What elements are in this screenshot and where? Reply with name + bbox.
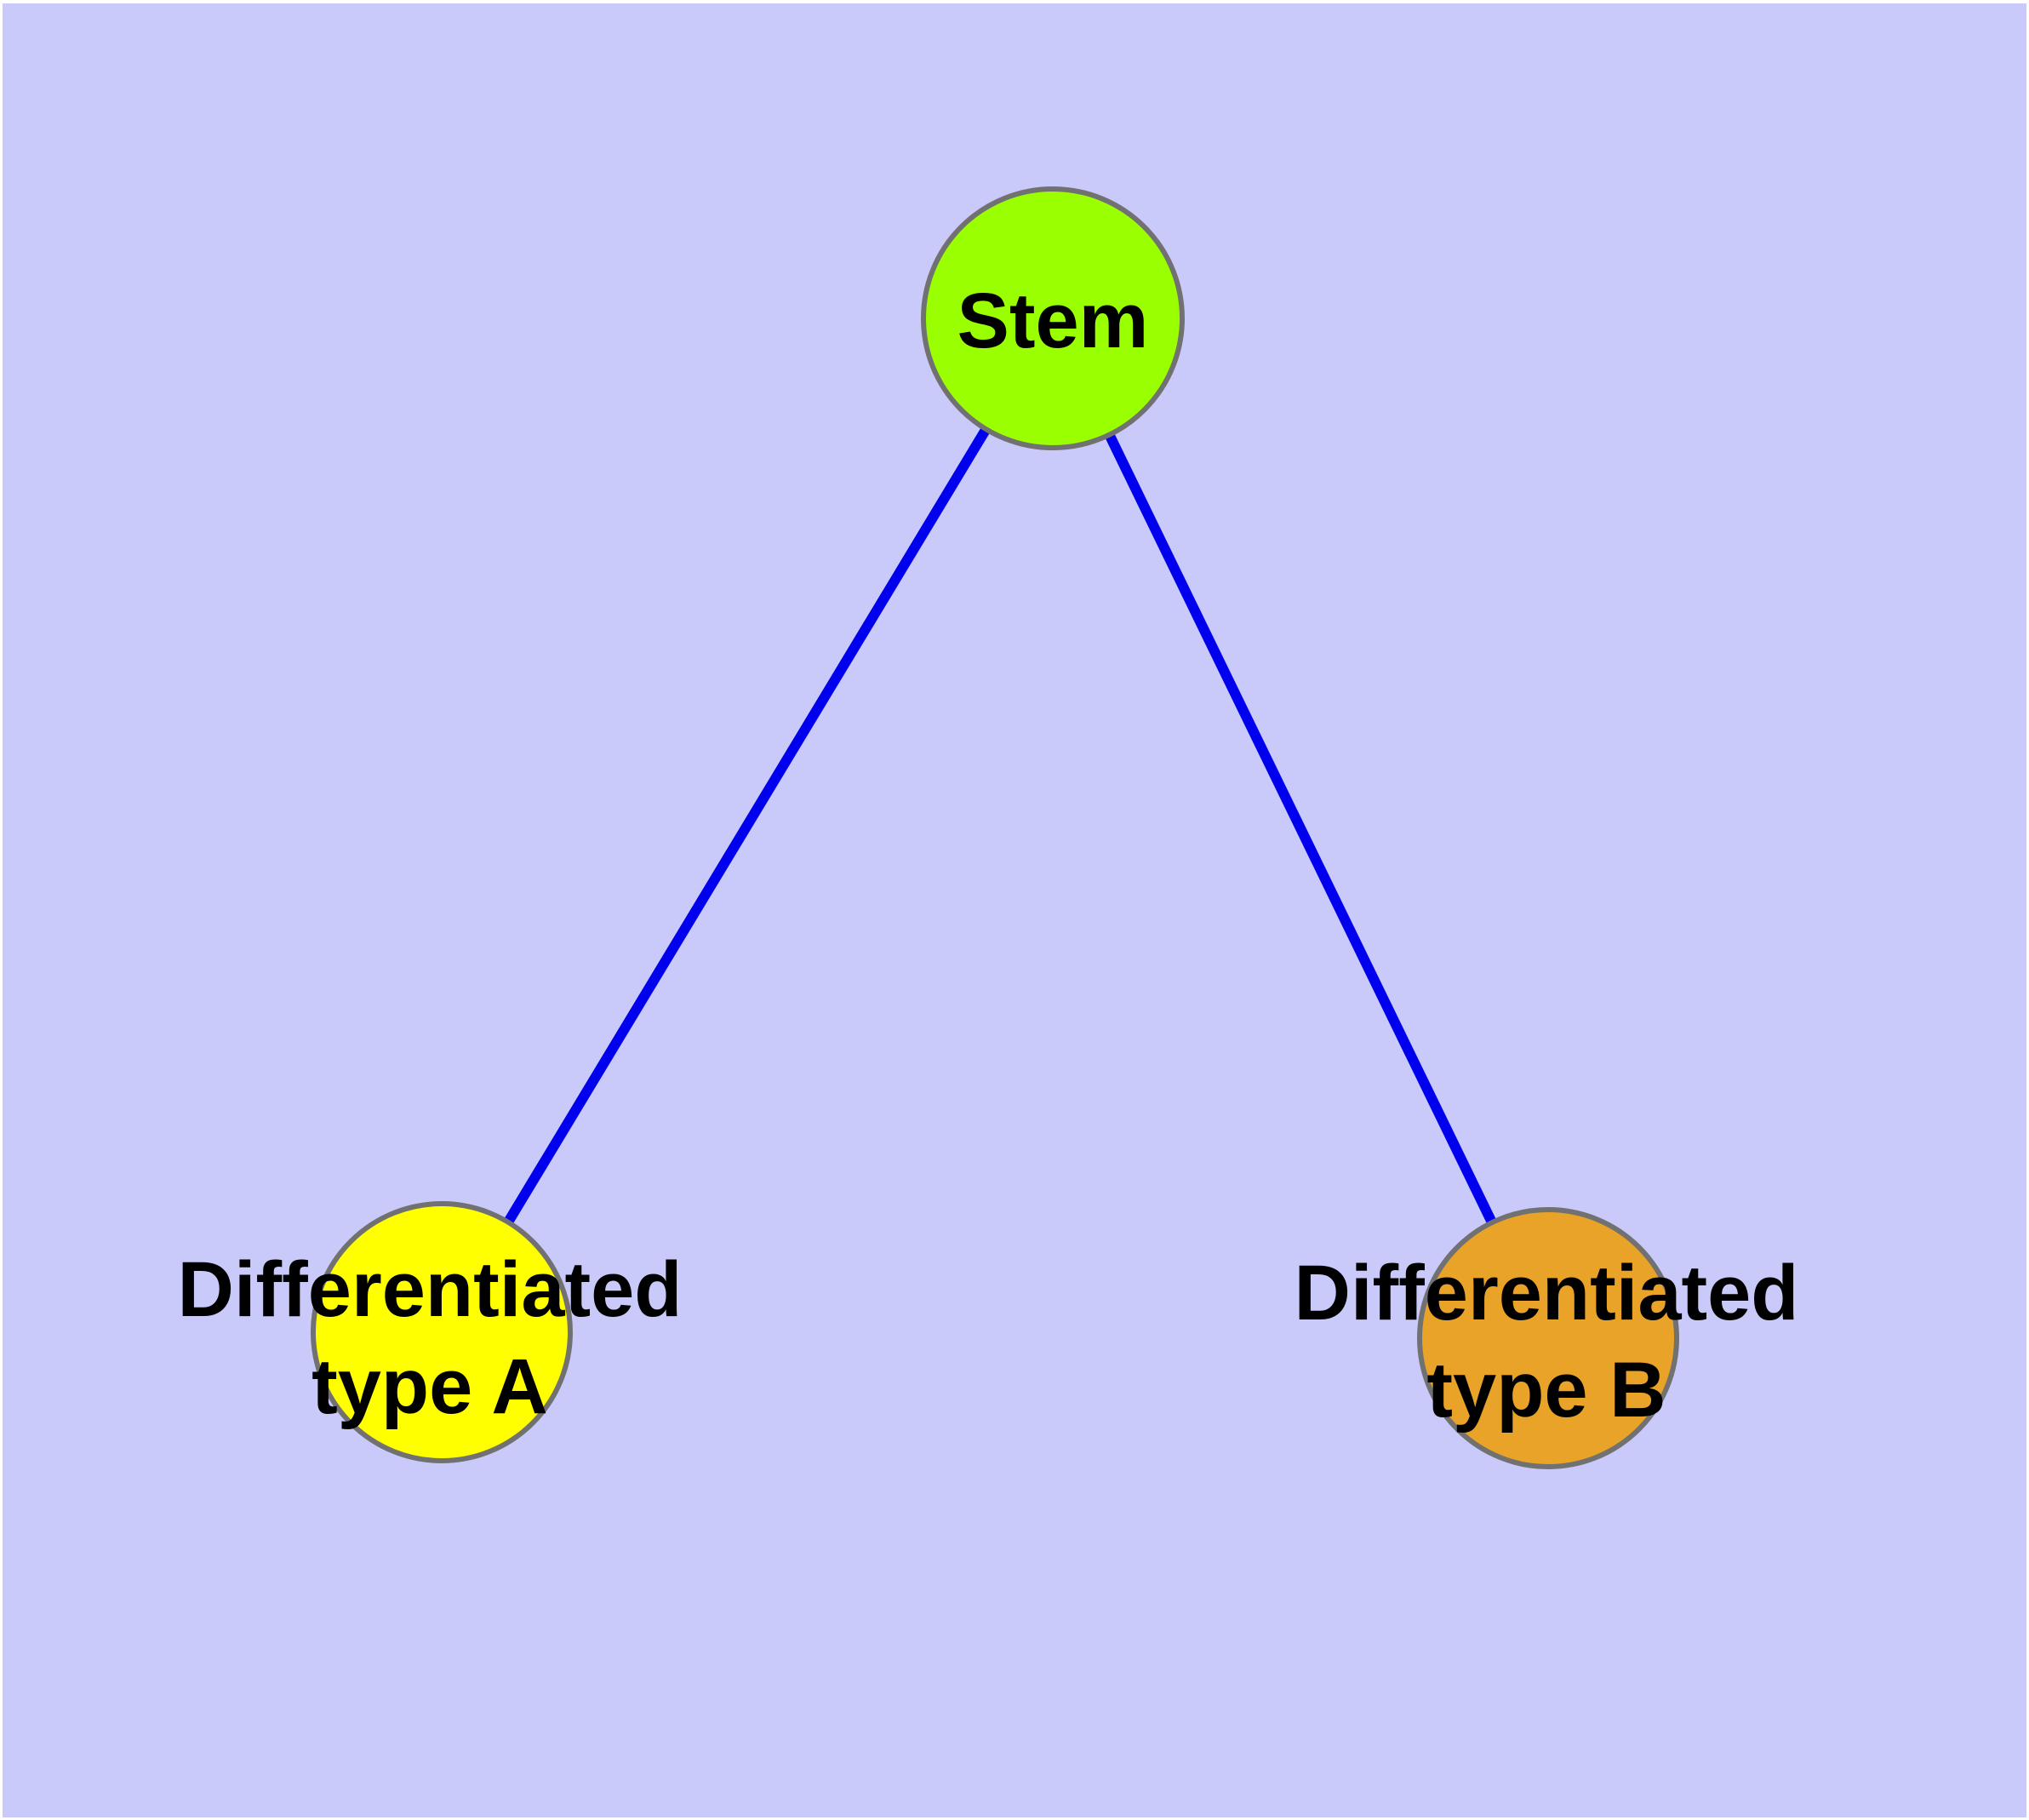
node-differentiated-type-b-label-line-1: Differentiated — [1294, 1250, 1799, 1336]
node-differentiated-type-b-label-line-2: type B — [1426, 1347, 1666, 1434]
node-stem[interactable] — [921, 186, 1185, 450]
node-differentiated-type-b-label: Differentiated type B — [1295, 1245, 1799, 1439]
node-stem-label: Stem — [957, 278, 1149, 364]
node-differentiated-type-a-label-line-2: type A — [311, 1343, 548, 1430]
edge-stem-to-type-b[interactable] — [1048, 316, 1553, 1341]
node-differentiated-type-a[interactable] — [311, 1201, 573, 1463]
node-differentiated-type-b[interactable] — [1417, 1207, 1679, 1469]
node-differentiated-type-a-label-line-1: Differentiated — [177, 1246, 683, 1333]
node-differentiated-type-a-label: Differentiated type A — [178, 1241, 683, 1435]
edge-stem-to-type-a[interactable] — [437, 315, 1058, 1336]
